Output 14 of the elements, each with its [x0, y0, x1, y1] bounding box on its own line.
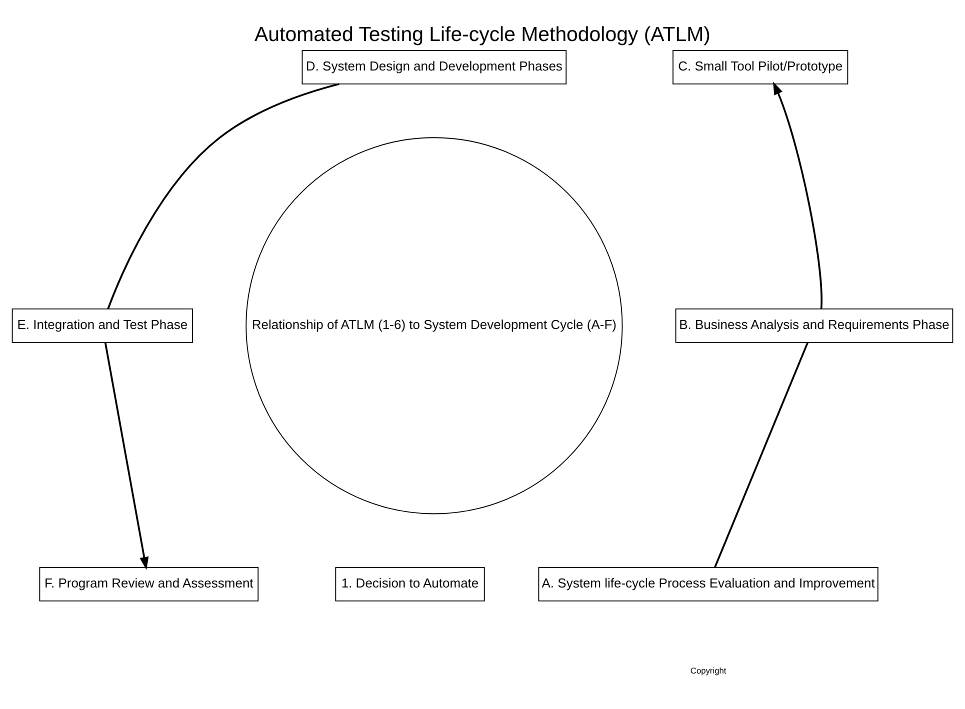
arrow: [104, 342, 149, 570]
node-box: D. System Design and Development Phases: [302, 50, 567, 84]
connector: [714, 342, 808, 568]
node-box: C. Small Tool Pilot/Prototype: [672, 50, 848, 84]
node-box: 1. Decision to Automate: [335, 567, 485, 602]
node-box: F. Program Review and Assessment: [39, 567, 259, 602]
node-box: B. Business Analysis and Requirements Phase: [675, 308, 954, 343]
node-circle: Relationship of ATLM (1-6) to System Development Cycle (A-F): [246, 137, 623, 514]
node-box: E. Integration and Test Phase: [12, 308, 194, 343]
diagram-title: Automated Testing Life-cycle Methodology (ATLM): [254, 22, 710, 46]
connector: [107, 83, 340, 310]
arrow: [773, 82, 822, 309]
node-box: A. System life-cycle Process Evaluation and Improvement: [538, 567, 878, 602]
label: Copyright: [690, 666, 726, 676]
